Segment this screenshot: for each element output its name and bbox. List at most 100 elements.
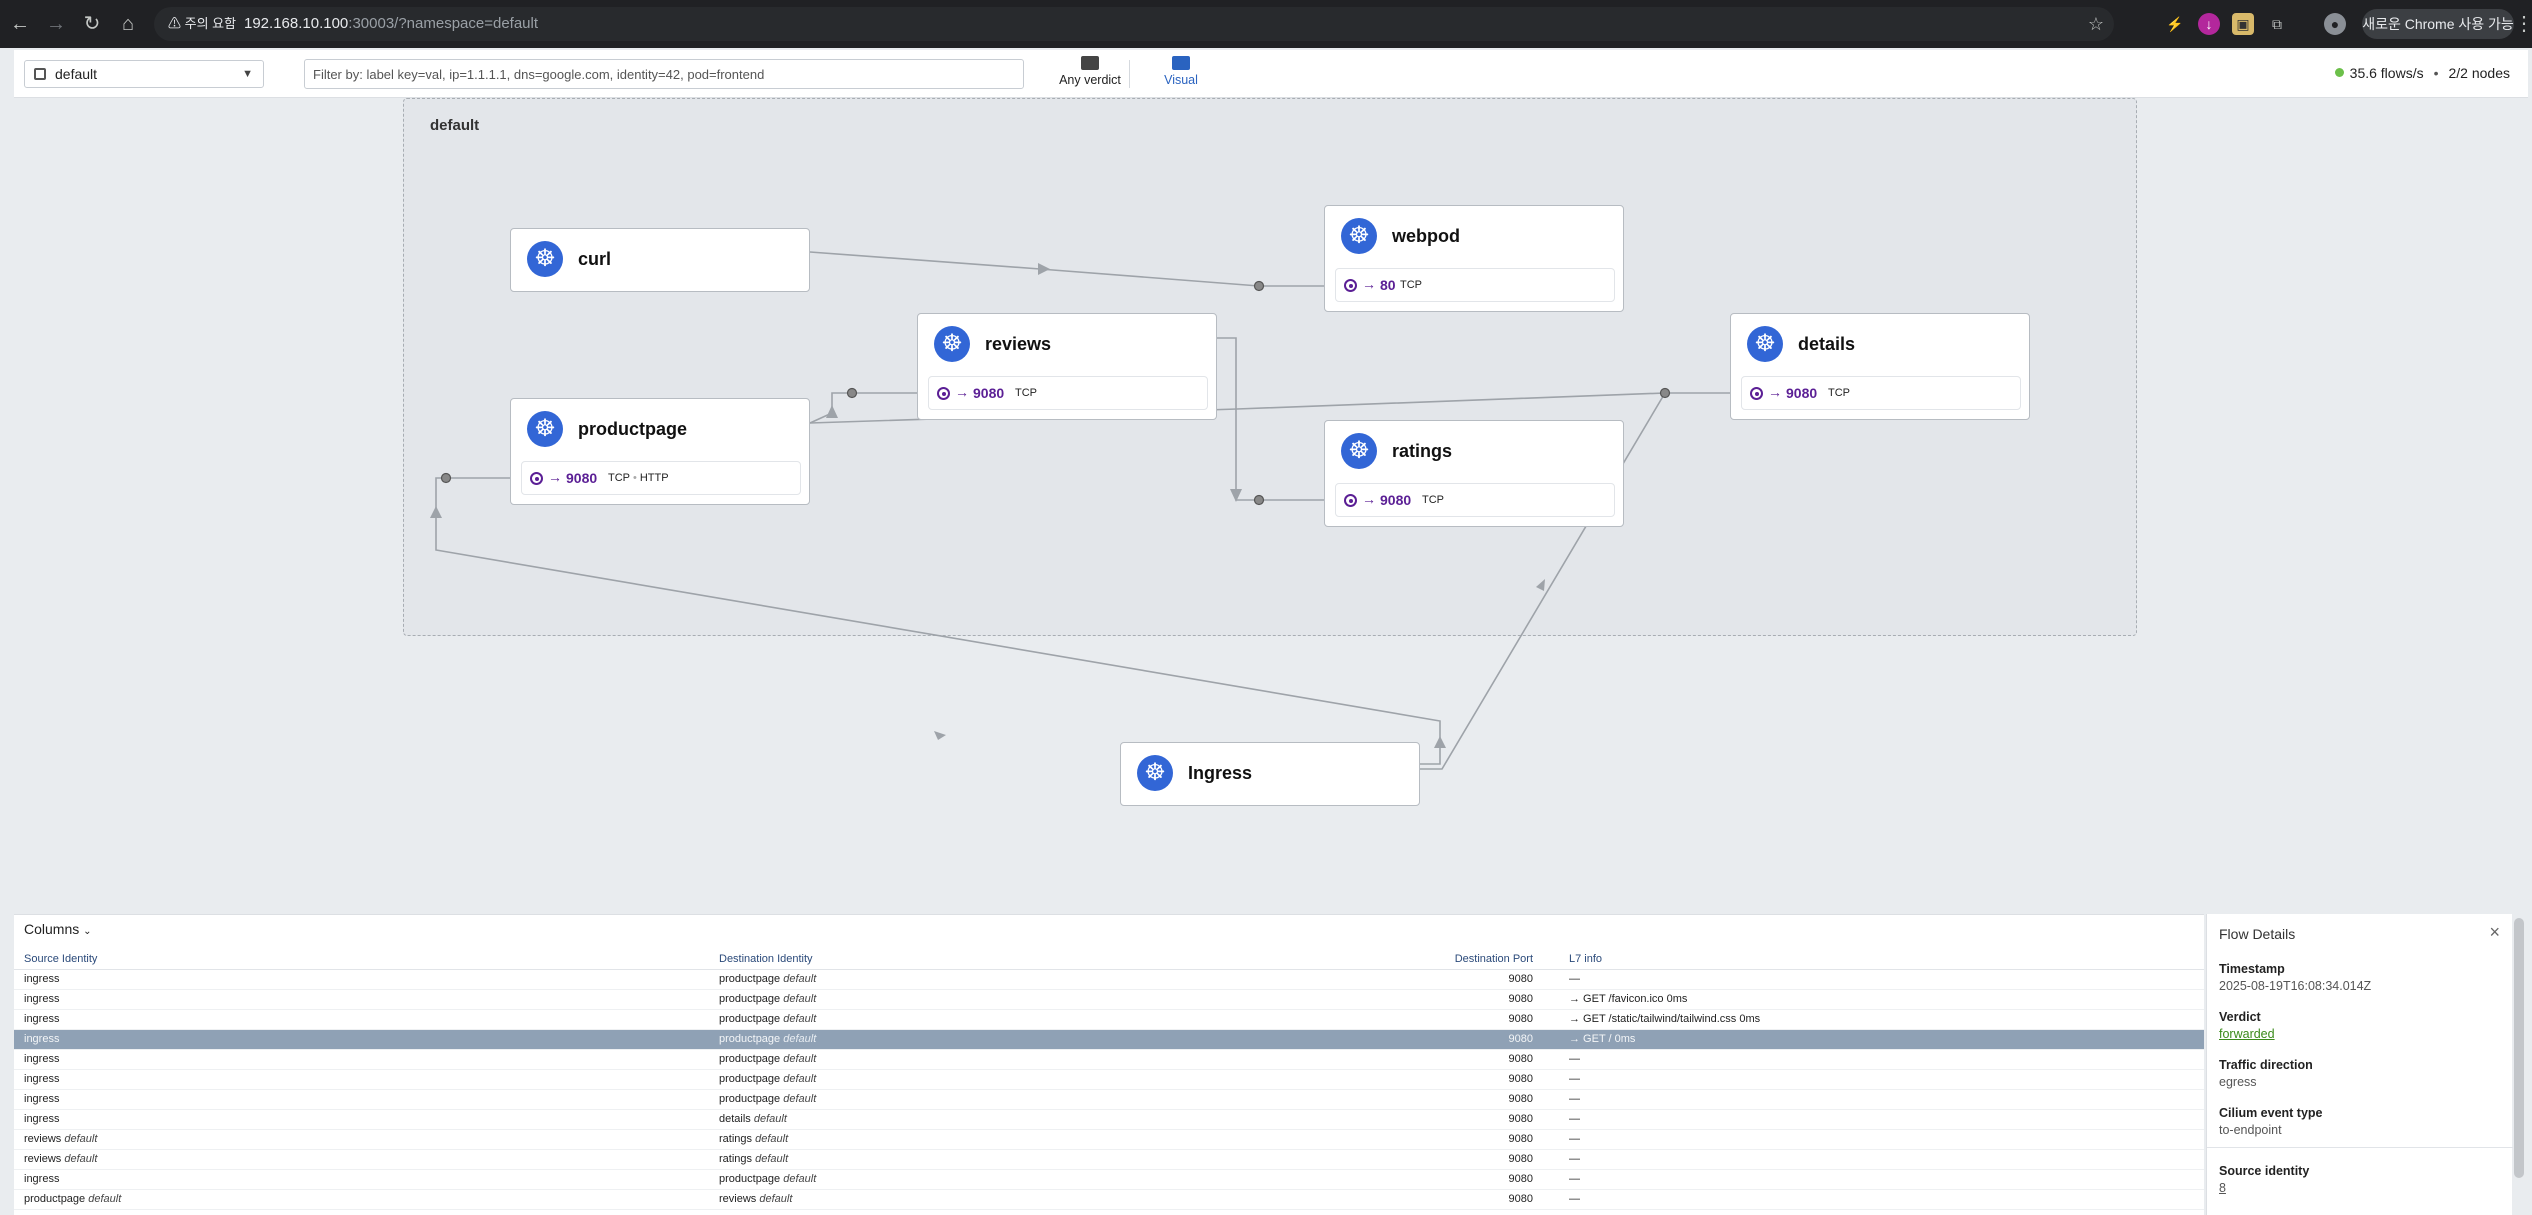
cell-l7: — <box>1559 1109 2204 1130</box>
address-bar[interactable]: ⚠ 주의 요함 192.168.10.100:30003/?namespace=… <box>154 7 2114 41</box>
verdict-link[interactable]: forwarded <box>2219 1027 2275 1041</box>
cell-port: 9080 <box>1389 969 1559 990</box>
protocol-list: TCP <box>1015 387 1037 399</box>
port-number: 80 <box>1380 277 1396 293</box>
details-scrollbar[interactable] <box>2514 918 2524 1178</box>
columns-button[interactable]: Columns ⌄ <box>24 921 92 937</box>
port-connector <box>1253 280 1265 292</box>
port-connector <box>846 387 858 399</box>
profile-avatar-icon[interactable]: ● <box>2324 13 2346 35</box>
service-card-curl[interactable]: ☸ curl <box>510 228 810 292</box>
flow-details-title: Flow Details <box>2219 926 2296 942</box>
bookmark-star-icon[interactable]: ☆ <box>2087 14 2104 34</box>
reload-icon[interactable]: ↻ <box>83 13 101 35</box>
endpoint-icon <box>1750 387 1763 400</box>
forward-icon[interactable]: → <box>46 13 66 35</box>
column-header-source[interactable]: Source Identity <box>14 949 709 970</box>
service-map[interactable]: default ☸ curl <box>0 98 2532 908</box>
extension-bolt-icon[interactable]: ⚡ <box>2166 16 2184 32</box>
cell-l7: → GET /favicon.ico 0ms <box>1559 989 2204 1010</box>
service-card-productpage[interactable]: ☸ productpage → 9080 TCP•HTTP <box>510 398 810 505</box>
service-card-webpod[interactable]: ☸ webpod → 80 TCP <box>1324 205 1624 312</box>
service-card-ingress[interactable]: ☸ Ingress <box>1120 742 1420 806</box>
cell-source: ingress <box>14 1069 709 1090</box>
edge-arrow <box>934 731 946 740</box>
detail-value: to-endpoint <box>2219 1123 2282 1137</box>
service-card-details[interactable]: ☸ details → 9080 TCP <box>1730 313 2030 420</box>
visual-toggle-button[interactable]: Visual <box>1144 56 1218 87</box>
status-dot <box>2334 68 2344 77</box>
detail-label: Cilium event type <box>2219 1106 2323 1120</box>
protocol-list: TCP•HTTP <box>608 472 669 484</box>
ingress-arrow-icon: → <box>548 469 562 485</box>
kubernetes-icon: ☸ <box>1341 433 1377 469</box>
status-separator: • <box>2433 65 2439 81</box>
cell-source: ingress <box>14 1049 709 1070</box>
cell-destination: productpage default <box>709 969 1389 990</box>
service-port-row[interactable]: → 80 TCP <box>1335 268 1615 302</box>
cell-port: 9080 <box>1389 1089 1559 1110</box>
namespace-select[interactable]: default ▼ <box>24 60 264 88</box>
extensions-puzzle-icon[interactable]: ⧉ <box>2272 16 2282 32</box>
service-card-ratings[interactable]: ☸ ratings → 9080 TCP <box>1324 420 1624 527</box>
port-number: 9080 <box>1380 492 1412 508</box>
chrome-menu-icon[interactable]: ⋮ <box>2514 13 2532 35</box>
home-icon[interactable]: ⌂ <box>121 13 135 35</box>
service-port-row[interactable]: → 9080 TCP•HTTP <box>521 461 801 495</box>
cell-port: 9080 <box>1389 1169 1559 1190</box>
endpoint-icon <box>530 472 543 485</box>
namespace-value: default <box>55 66 98 82</box>
extension-download-icon[interactable]: ↓ <box>2198 13 2220 35</box>
port-connector <box>1253 494 1265 506</box>
cell-l7: — <box>1559 1049 2204 1070</box>
service-map-edges <box>430 251 1731 770</box>
flow-filter-input[interactable] <box>304 59 1024 89</box>
column-header-destination[interactable]: Destination Identity <box>709 949 1389 970</box>
chrome-update-button[interactable]: 새로운 Chrome 사용 가능 <box>2362 9 2514 39</box>
security-warning[interactable]: ⚠ 주의 요함 <box>168 16 237 31</box>
extension-image-icon[interactable]: ▣ <box>2232 13 2254 35</box>
cell-l7: — <box>1559 1089 2204 1110</box>
edge-arrow <box>430 506 442 518</box>
source-identity-link[interactable]: 8 <box>2219 1181 2226 1195</box>
kubernetes-icon: ☸ <box>527 411 563 447</box>
cell-source: productpage default <box>14 1189 709 1210</box>
service-name: ratings <box>1392 441 1453 461</box>
kubernetes-icon: ☸ <box>1747 326 1783 362</box>
edge-arrow <box>1536 579 1545 591</box>
column-header-port[interactable]: Destination Port <box>1389 949 1559 970</box>
service-port-row[interactable]: → 9080 TCP <box>1335 483 1615 517</box>
flow-details-panel: Flow Details × Timestamp 2025-08-19T16:0… <box>2206 914 2513 1215</box>
cell-destination: productpage default <box>709 1169 1389 1190</box>
chevron-down-icon: ▼ <box>242 68 253 80</box>
close-icon[interactable]: × <box>2489 922 2500 942</box>
column-header-l7[interactable]: L7 info <box>1559 949 2204 970</box>
back-icon[interactable]: ← <box>10 13 30 35</box>
edge-ingress-productpage <box>435 477 1441 765</box>
cell-source: ingress <box>14 1109 709 1130</box>
flows-panel: Columns ⌄ Source Identity Destination Id… <box>14 914 2204 1215</box>
ingress-arrow-icon: → <box>1362 276 1376 292</box>
detail-event-type: Cilium event type to-endpoint <box>2219 1106 2323 1137</box>
service-name: reviews <box>985 334 1052 354</box>
service-port-row[interactable]: → 9080 TCP <box>928 376 1208 410</box>
verdict-icon <box>1081 56 1099 70</box>
port-number: 9080 <box>1786 385 1818 401</box>
service-port-row[interactable]: → 9080 TCP <box>1741 376 2021 410</box>
url-text: 192.168.10.100:30003/?namespace=default <box>244 15 539 32</box>
service-card-reviews[interactable]: ☸ reviews → 9080 TCP <box>917 313 1217 420</box>
detail-source-identity: Source identity 8 <box>2219 1164 2309 1195</box>
verdict-filter-button[interactable]: Any verdict <box>1044 56 1136 87</box>
